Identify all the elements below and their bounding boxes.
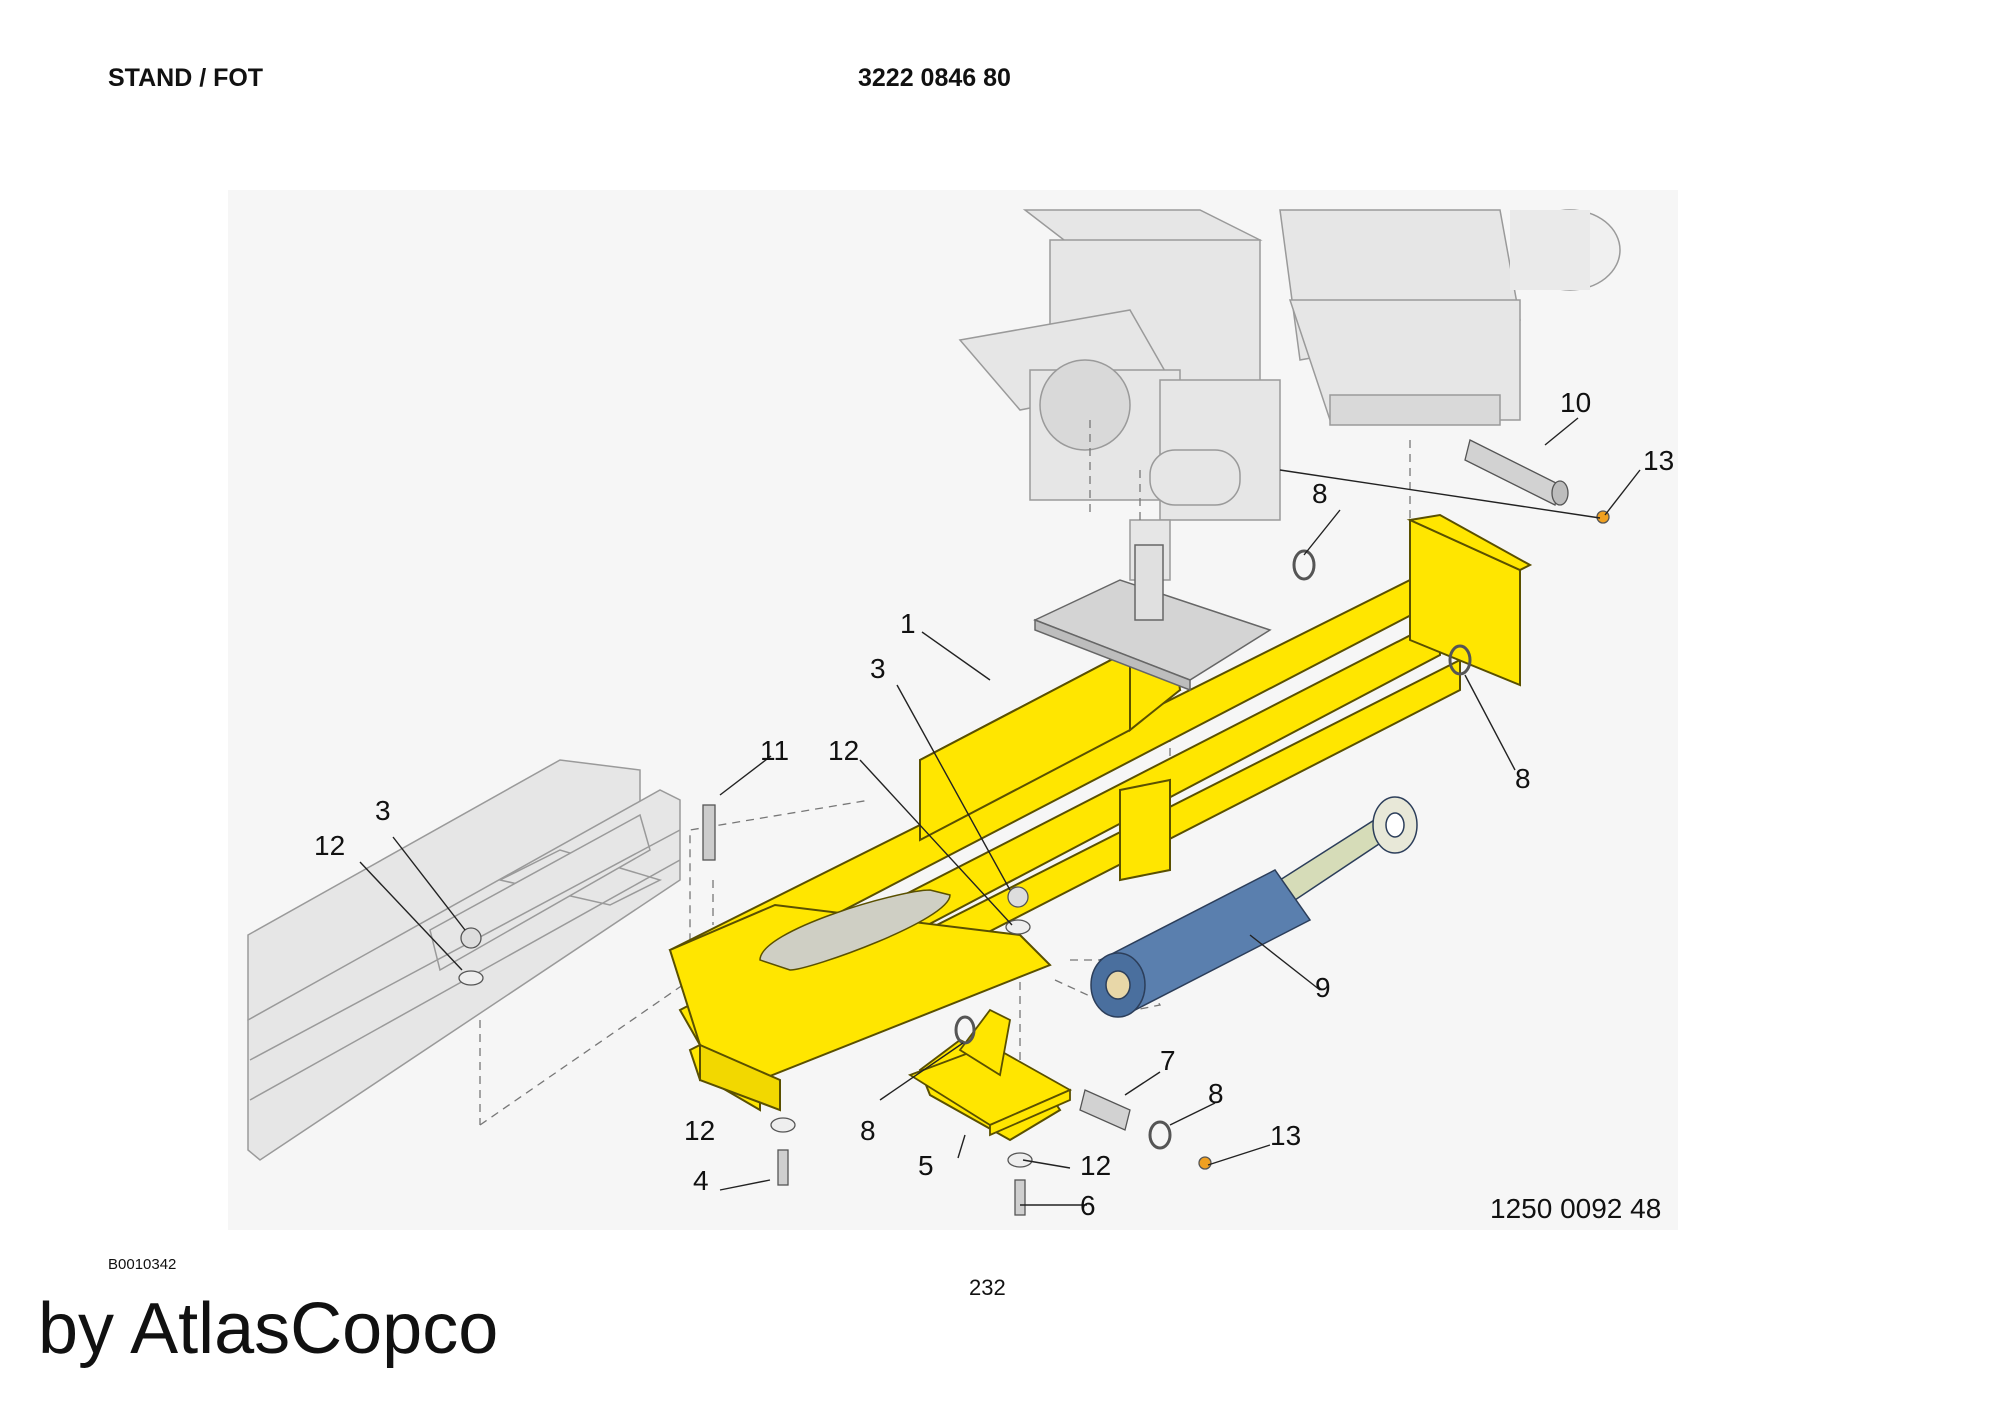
callout-3: 3	[375, 795, 391, 826]
drawing-number: 1250 0092 48	[1490, 1193, 1661, 1224]
page-title: STAND / FOT	[108, 64, 264, 92]
callout-labels: 1 3 3 12 11 12 12 4 5 8 12 6 7 8 13 9 8 …	[314, 387, 1674, 1224]
callout-9: 9	[1315, 972, 1331, 1003]
callout-5: 5	[918, 1150, 934, 1181]
page-number: 232	[969, 1275, 1006, 1300]
frame-slot	[759, 889, 951, 971]
callout-13: 13	[1270, 1120, 1301, 1151]
callout-12: 12	[828, 735, 859, 766]
mounting-plate	[1033, 544, 1272, 692]
callout-7: 7	[1160, 1045, 1176, 1076]
lower-bracket	[907, 1008, 1073, 1137]
leader-lines	[359, 417, 1641, 1206]
ghost-rock-drill	[958, 209, 1621, 581]
callout-8: 8	[1312, 478, 1328, 509]
callout-12: 12	[314, 830, 345, 861]
document-id: B0010342	[108, 1256, 177, 1273]
callout-13: 13	[1643, 445, 1674, 476]
callout-8: 8	[1515, 763, 1531, 794]
callout-6: 6	[1080, 1190, 1096, 1221]
callout-12: 12	[1080, 1150, 1111, 1181]
callout-8: 8	[860, 1115, 876, 1146]
callout-3: 3	[870, 653, 886, 684]
hydraulic-cylinder	[1090, 796, 1418, 1018]
part-number: 3222 0846 80	[858, 64, 1011, 92]
callout-12: 12	[684, 1115, 715, 1146]
callout-11: 11	[760, 735, 789, 766]
callout-1: 1	[900, 608, 916, 639]
callout-4: 4	[693, 1165, 709, 1196]
callout-10: 10	[1560, 387, 1591, 418]
brand-wordmark: by AtlasCopco	[38, 1289, 499, 1369]
callout-8: 8	[1208, 1078, 1224, 1109]
